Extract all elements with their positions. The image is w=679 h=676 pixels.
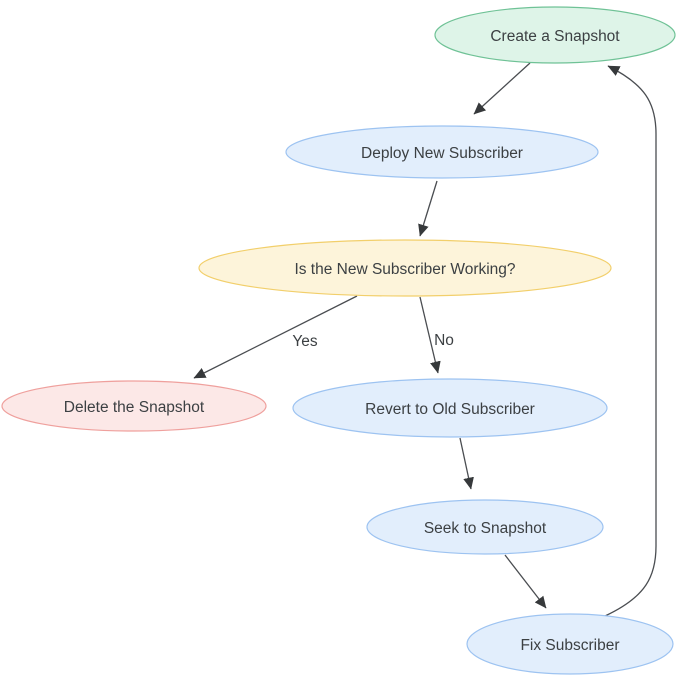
node-seek-to-snapshot-shape — [366, 499, 604, 555]
node-revert-to-old-subscriber-shape — [292, 378, 608, 438]
node-fix-subscriber-label: Fix Subscriber — [520, 637, 619, 654]
edge-label-yes: Yes — [292, 333, 318, 350]
edge-group: Yes No — [193, 62, 657, 617]
edge-label-no: No — [434, 332, 454, 349]
edge-deploy-to-working — [418, 180, 438, 237]
node-delete-the-snapshot: Delete the Snapshot — [1, 380, 267, 432]
node-fix-subscriber: Fix Subscriber — [466, 613, 674, 675]
node-revert-to-old-subscriber-label: Revert to Old Subscriber — [365, 401, 535, 418]
node-create-snapshot-shape — [434, 6, 676, 64]
node-seek-to-snapshot-label: Seek to Snapshot — [424, 520, 547, 537]
edge-working-to-revert-no — [419, 296, 441, 374]
node-is-new-subscriber-working-label: Is the New Subscriber Working? — [294, 261, 515, 278]
edge-revert-to-seek — [459, 437, 474, 490]
edge-fix-to-create — [604, 65, 657, 617]
node-deploy-new-subscriber-shape — [285, 125, 599, 179]
edge-working-to-delete-yes — [193, 295, 358, 379]
node-delete-the-snapshot-label: Delete the Snapshot — [64, 399, 205, 416]
node-is-new-subscriber-working: Is the New Subscriber Working? — [198, 239, 612, 297]
node-is-new-subscriber-working-shape — [198, 239, 612, 297]
node-create-snapshot: Create a Snapshot — [434, 6, 676, 64]
edge-create-to-deploy — [473, 62, 531, 115]
node-create-snapshot-label: Create a Snapshot — [490, 28, 620, 45]
edge-seek-to-fix — [504, 554, 547, 609]
node-seek-to-snapshot: Seek to Snapshot — [366, 499, 604, 555]
node-delete-the-snapshot-shape — [1, 380, 267, 432]
node-fix-subscriber-shape — [466, 613, 674, 675]
node-deploy-new-subscriber: Deploy New Subscriber — [285, 125, 599, 179]
node-deploy-new-subscriber-label: Deploy New Subscriber — [361, 145, 523, 162]
node-revert-to-old-subscriber: Revert to Old Subscriber — [292, 378, 608, 438]
